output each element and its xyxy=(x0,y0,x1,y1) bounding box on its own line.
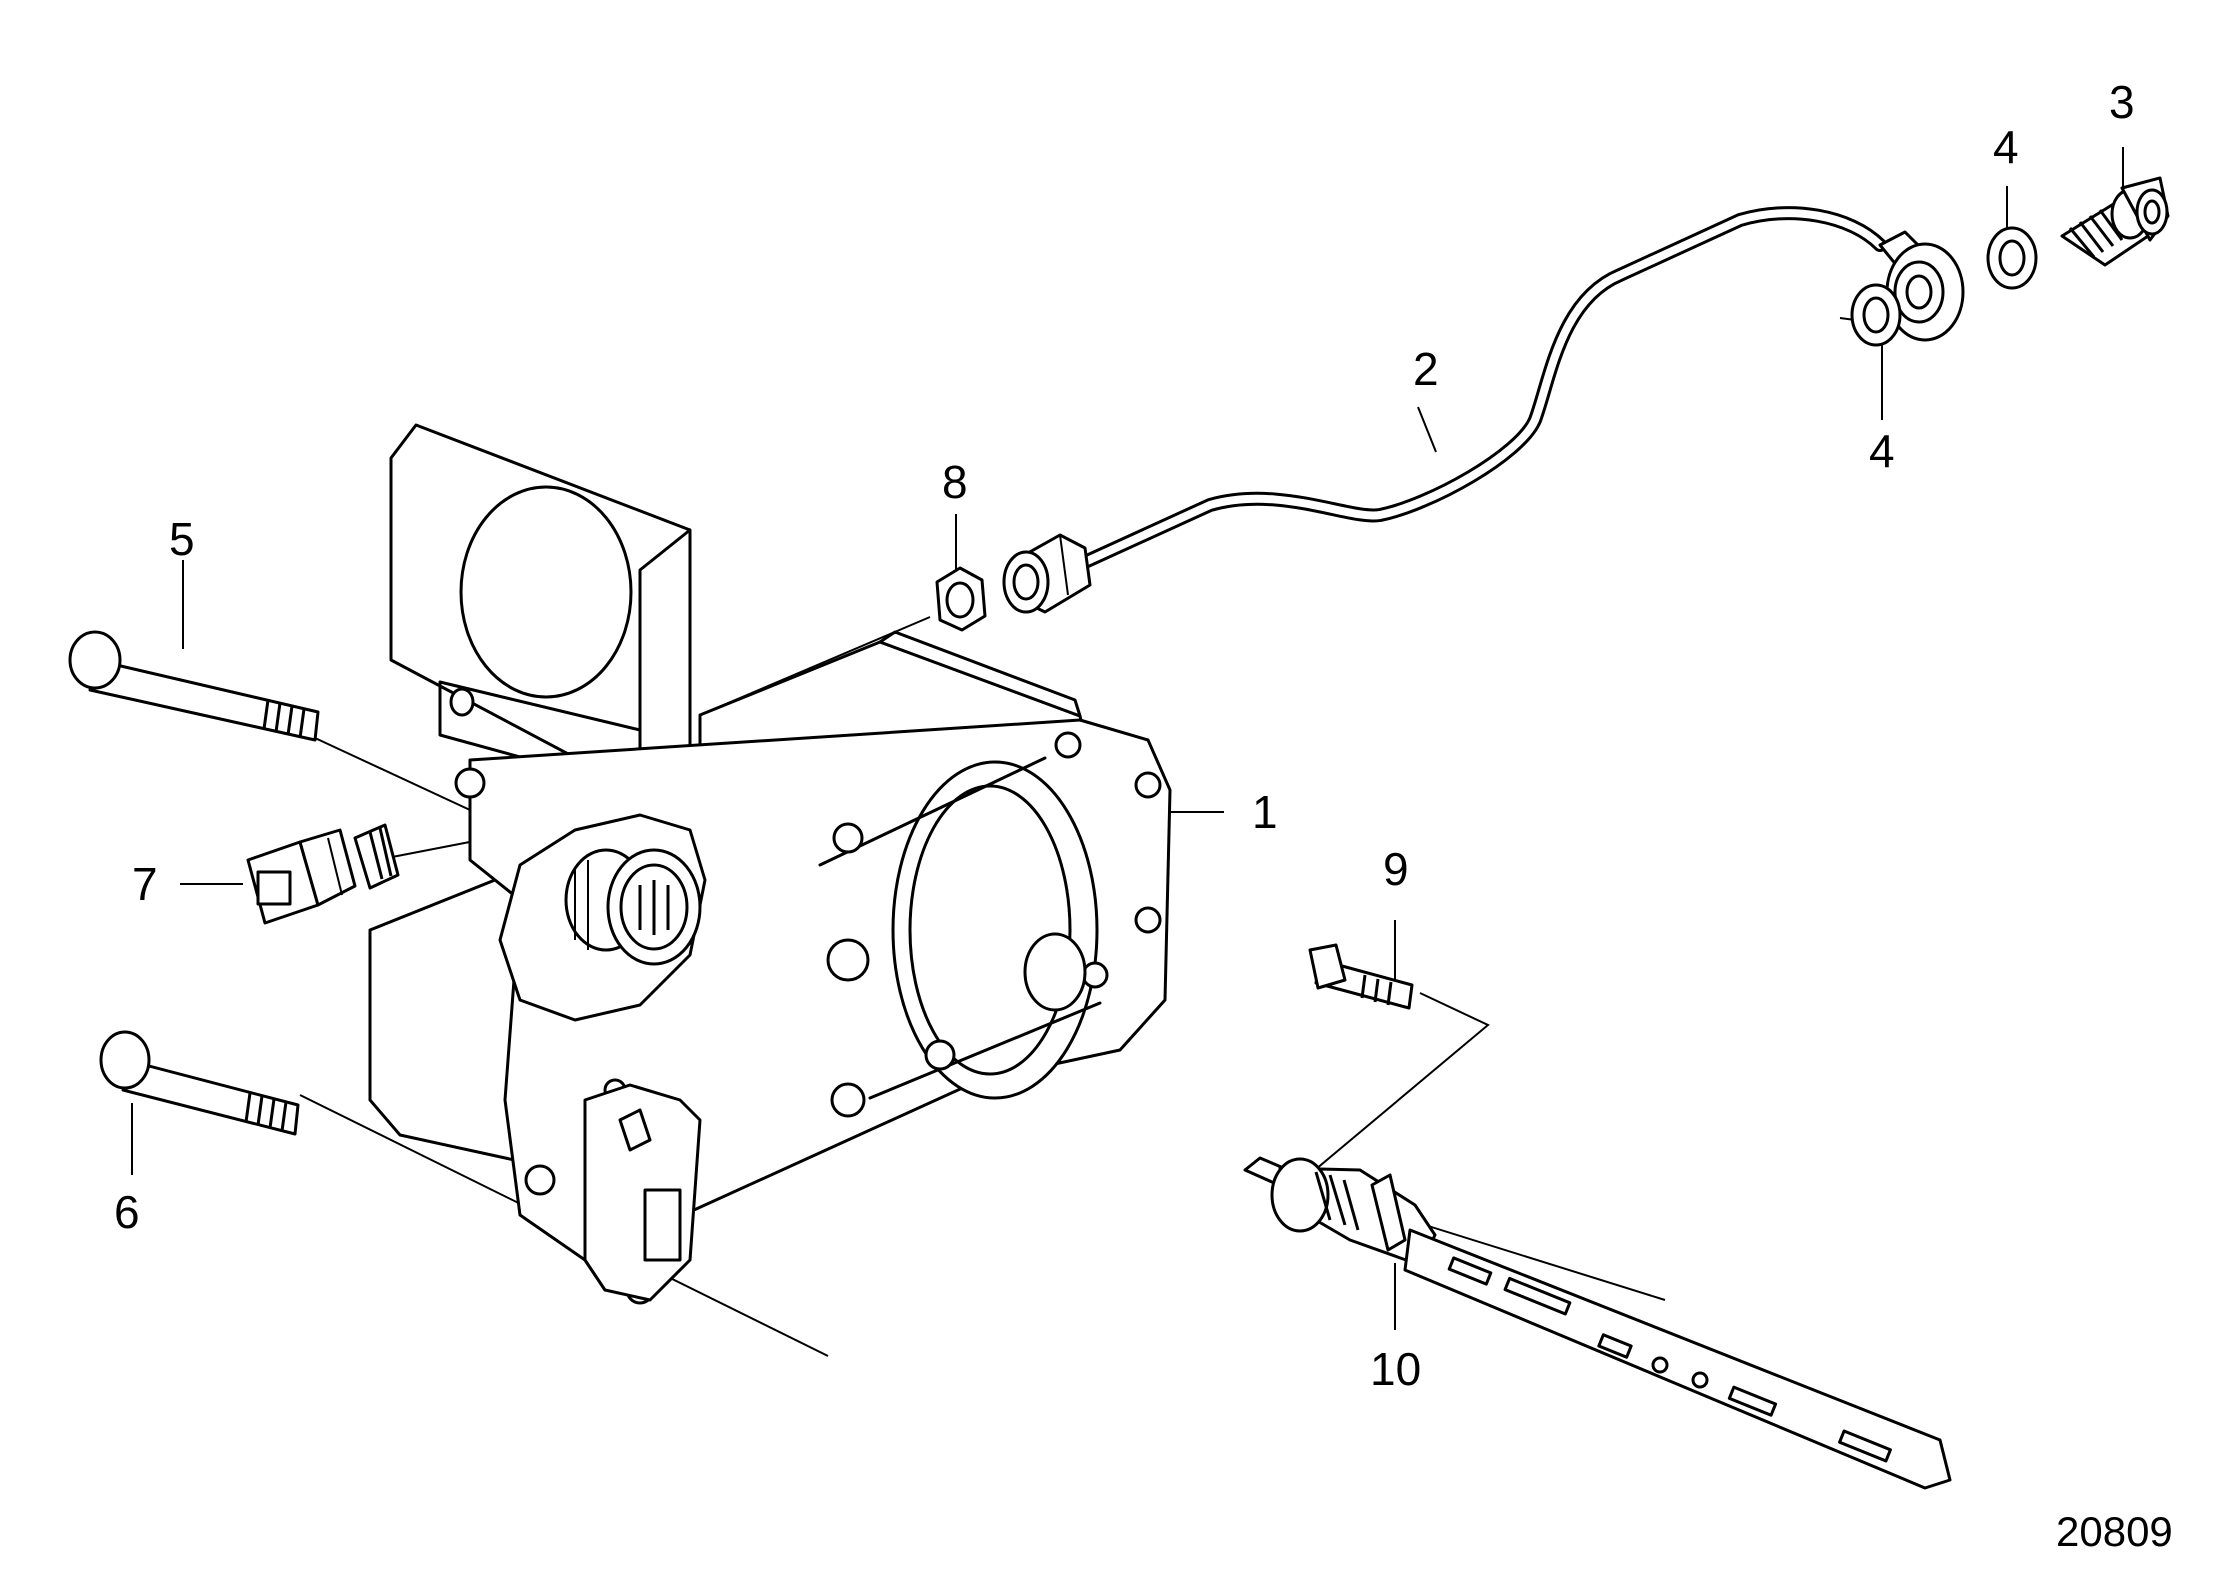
callout-5: 5 xyxy=(169,513,195,565)
callout-2: 2 xyxy=(1413,343,1439,395)
callout-10: 10 xyxy=(1370,1343,1421,1395)
banjo-bolt-part-3 xyxy=(2060,176,2170,267)
sealing-washer-part-4b xyxy=(1850,283,1902,347)
callout-3: 3 xyxy=(2109,76,2135,128)
bolt-part-6 xyxy=(99,1030,300,1136)
housing-bracket-part-1 xyxy=(368,423,1172,1305)
pipe-part-2 xyxy=(1002,206,1965,614)
bolt-part-5 xyxy=(68,630,320,742)
level-probe-part-10 xyxy=(1243,1156,1952,1490)
callout-1: 1 xyxy=(1252,786,1278,838)
callout-9: 9 xyxy=(1383,843,1409,895)
callout-4-upper: 4 xyxy=(1993,121,2019,173)
nut-part-8 xyxy=(935,566,987,632)
bolt-part-9 xyxy=(1308,943,1414,1010)
callout-4-lower: 4 xyxy=(1869,425,1895,477)
callout-8: 8 xyxy=(942,456,968,508)
callout-6: 6 xyxy=(114,1186,140,1238)
figure-code: 20809 xyxy=(2056,1508,2173,1555)
sealing-washer-part-4a xyxy=(1986,226,2038,290)
callout-7: 7 xyxy=(132,858,158,910)
sensor-part-7 xyxy=(246,823,400,925)
callout-labels: 1 2 3 4 4 5 6 7 8 9 10 xyxy=(114,76,2135,1395)
